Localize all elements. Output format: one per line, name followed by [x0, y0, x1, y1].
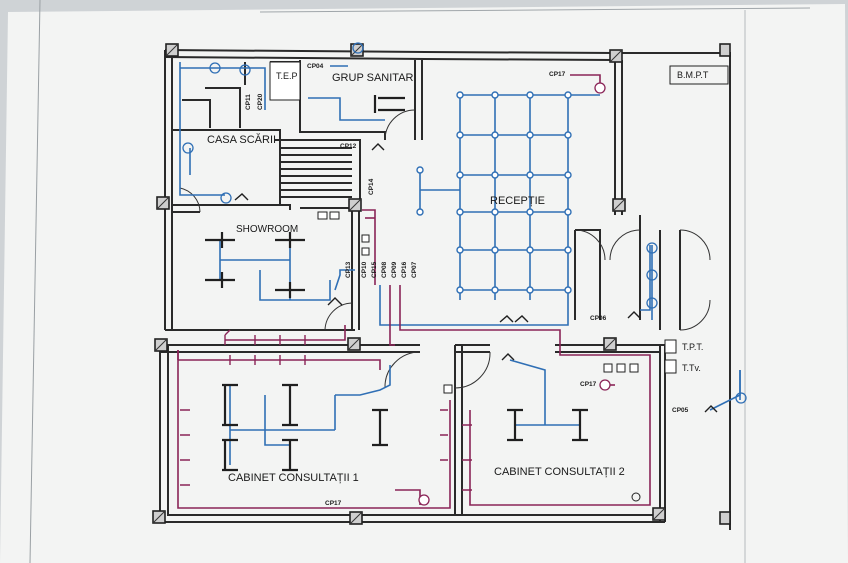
- label-cp11: CP11: [245, 94, 252, 110]
- smoke-detector-icon: [631, 492, 641, 502]
- room-cabinet-2: CABINET CONSULTAȚII 2: [494, 466, 625, 478]
- circuit-labels: CP04 CP12 CP17 CP17 CP17 CP06 CP05 CP11 …: [245, 63, 689, 507]
- lamp-symbols: [182, 42, 747, 404]
- label-cp17-mid: CP17: [580, 381, 597, 388]
- room-bmpt: B.M.P.T: [677, 70, 709, 80]
- room-showroom: SHOWROOM: [236, 224, 298, 235]
- receptie-light-fixtures: [416, 91, 572, 294]
- label-cp06: CP06: [590, 315, 607, 322]
- room-labels: CASA SCĂRII GRUP SANITAR RECEPȚIE SHOWRO…: [207, 70, 709, 484]
- bmpt-box: [669, 65, 729, 85]
- column-hatching: [152, 43, 666, 525]
- room-tep: T.E.P: [276, 71, 298, 81]
- power-circuits: [177, 74, 651, 509]
- label-cp07: CP07: [411, 261, 418, 278]
- label-cp13: CP13: [345, 261, 352, 278]
- room-receptie: RECEPȚIE: [490, 195, 545, 207]
- label-cp05: CP05: [672, 407, 689, 414]
- label-cp12: CP12: [340, 143, 357, 150]
- legend-ttv: T.Tv.: [682, 363, 701, 373]
- label-cp20: CP20: [257, 93, 264, 110]
- door-swings: [179, 109, 711, 389]
- legend-tpt: T.P.T.: [682, 342, 703, 352]
- sheet-border-line-top: [259, 7, 811, 13]
- label-cp08: CP08: [381, 261, 388, 278]
- paper-sheet: [0, 4, 848, 563]
- room-cabinet-1: CABINET CONSULTAȚII 1: [228, 472, 359, 484]
- room-grup-sanitar: GRUP SANITAR: [332, 72, 414, 84]
- sheet-border-line: [29, 0, 41, 563]
- label-cp09: CP09: [391, 261, 398, 278]
- label-cp10: CP10: [361, 261, 368, 278]
- label-cp17-top: CP17: [549, 71, 566, 78]
- label-cp04: CP04: [307, 63, 324, 70]
- label-cp17-bottom: CP17: [325, 500, 342, 507]
- linear-luminaires: [205, 95, 588, 472]
- legend: T.P.T. T.Tv.: [682, 342, 703, 373]
- switch-symbols: [234, 143, 718, 413]
- room-casa-scarii: CASA SCĂRII: [207, 133, 276, 146]
- label-cp14: CP14: [368, 178, 375, 195]
- label-cp15: CP15: [371, 261, 378, 278]
- lighting-circuits: [179, 62, 741, 465]
- fan-symbols: [418, 82, 611, 506]
- socket-outlets: [180, 329, 472, 491]
- small-equipment-boxes: [269, 61, 677, 394]
- label-cp16: CP16: [401, 261, 408, 278]
